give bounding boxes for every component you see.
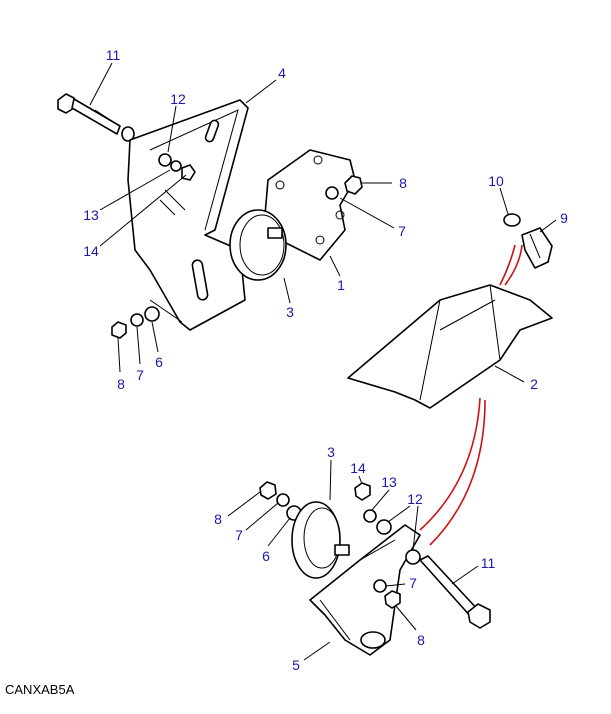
nut-14-bottom: [354, 482, 371, 501]
bolt-11-bottom: [419, 555, 491, 629]
callout-6: 6: [262, 548, 270, 564]
bolt-9: [521, 227, 553, 269]
callout-14: 14: [350, 460, 366, 476]
leader-lines: [89, 62, 557, 661]
link-line-top: [499, 244, 516, 286]
callout-11: 11: [106, 47, 121, 63]
callout-13: 13: [381, 474, 397, 490]
callout-8: 8: [399, 175, 407, 191]
callout-4: 4: [278, 65, 286, 81]
callout-5: 5: [292, 657, 300, 673]
nut-8-bottom-left: [259, 481, 277, 500]
nut-8-bottom: [384, 590, 401, 609]
callout-3: 3: [327, 444, 335, 460]
callout-10: 10: [488, 173, 504, 189]
washer-13-bottom: [363, 509, 377, 523]
link-line-bottom-2: [429, 399, 486, 546]
callout-7: 7: [409, 575, 417, 591]
rubber-mount-3-bottom: [291, 501, 350, 579]
callout-7: 7: [136, 367, 144, 383]
diagram-code: CANXAB5A: [5, 682, 75, 697]
washer-6-left: [144, 306, 160, 322]
washer-7-bottom-left: [276, 493, 290, 507]
callout-13: 13: [83, 207, 99, 223]
nut-8-left: [111, 321, 127, 339]
link-line-top-2: [504, 244, 523, 286]
chassis-bracket-2: [347, 284, 553, 409]
bracket-4: [127, 99, 249, 331]
callout-7: 7: [235, 527, 243, 543]
nut-8-top: [344, 175, 363, 195]
washer-12-top-inner: [158, 153, 172, 167]
callout-8: 8: [214, 511, 222, 527]
washer-7-left: [130, 313, 144, 327]
callout-9: 9: [560, 210, 568, 226]
link-line-bottom: [419, 397, 481, 531]
rubber-mount-3-top: [229, 209, 287, 281]
callout-3: 3: [286, 304, 294, 320]
callout-12: 12: [407, 491, 423, 507]
washer-7-bottom: [373, 579, 387, 593]
washer-13-top: [170, 160, 182, 172]
callout-2: 2: [530, 376, 538, 392]
bracket-5: [309, 524, 421, 656]
washer-10: [503, 213, 521, 227]
callout-1: 1: [337, 277, 345, 293]
callout-12: 12: [170, 91, 186, 107]
callout-7: 7: [398, 223, 406, 239]
callout-14: 14: [83, 243, 99, 259]
callout-6: 6: [155, 354, 163, 370]
bolt-11-top: [57, 93, 121, 135]
washer-12-top: [121, 126, 135, 142]
washer-12-bottom-right: [405, 549, 421, 565]
callout-8: 8: [117, 376, 125, 392]
callout-8: 8: [417, 632, 425, 648]
washer-12-bottom: [376, 519, 392, 535]
callout-labels: 11 4 12 8 7 13 14 10 9 1 3 8 7 6 2 3 14 …: [83, 47, 568, 673]
callout-11: 11: [481, 555, 496, 571]
washer-7-top: [325, 186, 339, 200]
